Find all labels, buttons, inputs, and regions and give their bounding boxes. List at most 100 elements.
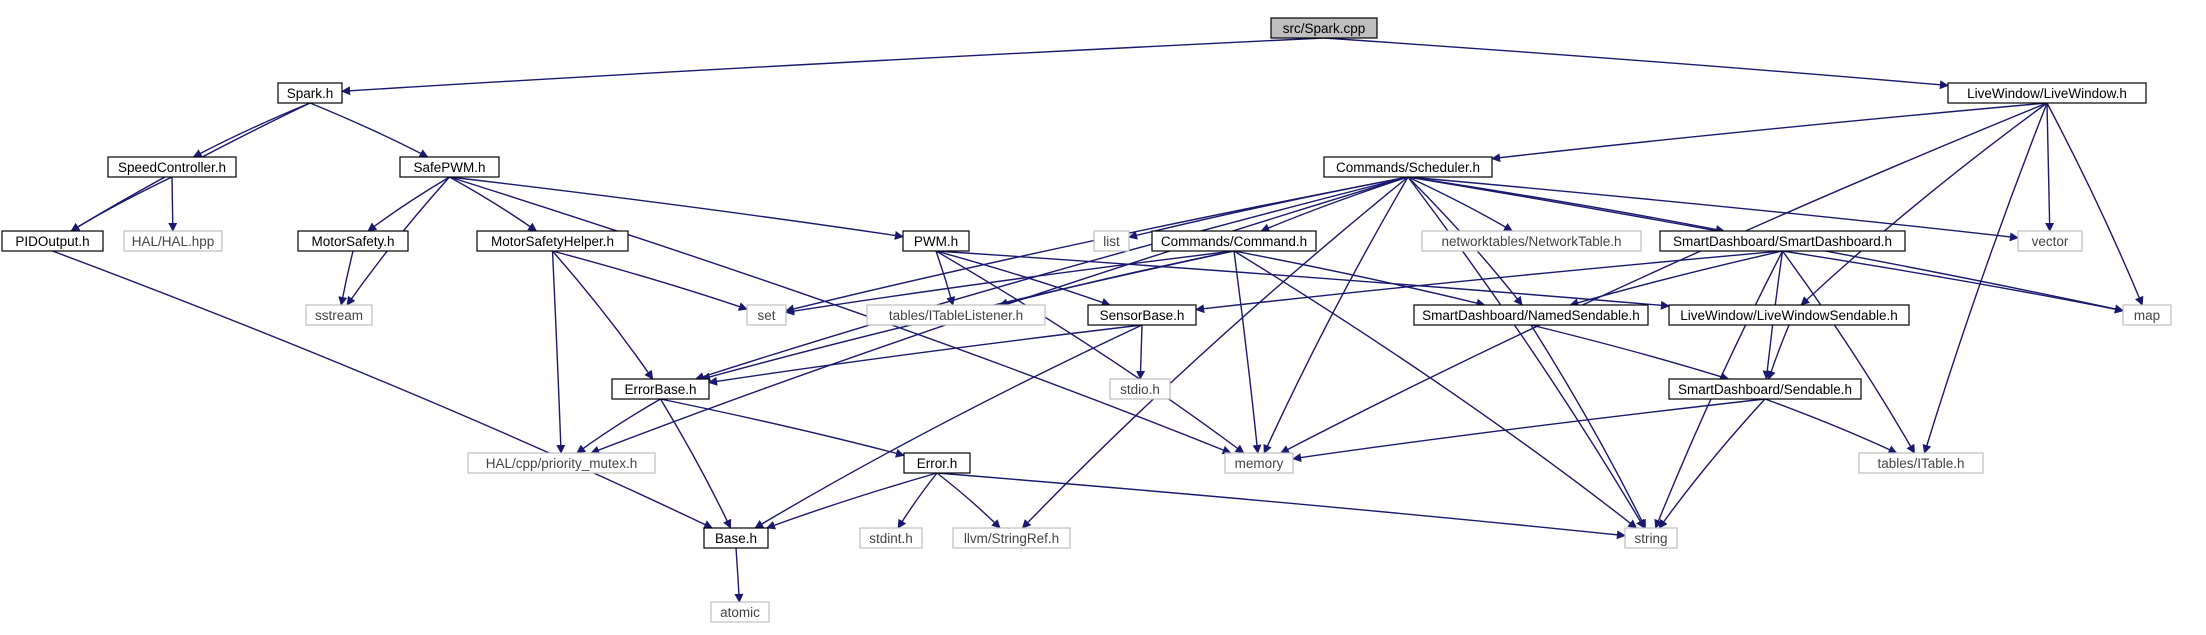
edge-namedsendable-h-to-sendable-h (1530, 324, 1730, 381)
edge-error-h-to-base-h (766, 472, 938, 530)
node-label: memory (1235, 456, 1284, 471)
node-label: HAL/cpp/priority_mutex.h (486, 456, 638, 471)
edge-scheduler-h-to-errorbase-h (694, 176, 1409, 381)
node-label: PIDOutput.h (15, 234, 89, 249)
node-label: Error.h (917, 456, 958, 471)
node-box (1109, 378, 1171, 400)
node-label: LiveWindow/LiveWindow.h (1967, 86, 2127, 101)
node-box (297, 230, 409, 252)
node-livewindow-h[interactable]: LiveWindow/LiveWindow.h (1947, 82, 2147, 104)
edge-pwm-h-to-livewindowsendable-h (935, 250, 1670, 310)
node-box (1858, 452, 1984, 474)
edge-safepwm-h-to-motorsafety-h (367, 176, 450, 232)
edge-pwm-h-to-itablelistener-h (935, 250, 956, 306)
edge-safepwm-h-to-motorsafetyhelper-h (449, 176, 538, 232)
node-stdio-h: stdio.h (1109, 378, 1171, 400)
node-label: stdint.h (869, 531, 913, 546)
node-box (611, 378, 710, 400)
edge-motorsafetyhelper-h-to-set (552, 250, 748, 311)
node-label: Commands/Command.h (1161, 234, 1307, 249)
node-box (1151, 230, 1317, 252)
node-pidoutput-h[interactable]: PIDOutput.h (1, 230, 104, 252)
node-motorsafety-h[interactable]: MotorSafety.h (297, 230, 409, 252)
node-label: tables/ITable.h (1877, 456, 1964, 471)
edge-safepwm-h-to-pwm-h (449, 176, 904, 240)
node-string: string (1624, 527, 1678, 549)
edge-command-h-to-string (1233, 250, 1638, 529)
edge-safepwm-h-to-memory (449, 176, 1232, 455)
edge-scheduler-h-to-memory (1263, 176, 1409, 454)
edge-spark-cpp-to-spark-h (341, 37, 1325, 96)
node-box (1668, 304, 1910, 326)
node-motorsafetyhelper-h[interactable]: MotorSafetyHelper.h (476, 230, 629, 252)
node-box (2017, 230, 2083, 252)
node-namedsendable-h[interactable]: SmartDashboard/NamedSendable.h (1413, 304, 1649, 326)
edge-speedcontroller-h-to-pidoutput-h (70, 176, 173, 232)
edge-speedcontroller-h-to-hal-hpp (168, 176, 178, 232)
node-stringref-h: llvm/StringRef.h (952, 527, 1071, 549)
edge-livewindow-h-to-itable-h (1922, 102, 2048, 454)
node-label: MotorSafetyHelper.h (491, 234, 614, 249)
node-sstream: sstream (305, 304, 373, 326)
node-livewindowsendable-h[interactable]: LiveWindow/LiveWindowSendable.h (1668, 304, 1910, 326)
node-label: map (2134, 308, 2160, 323)
node-command-h[interactable]: Commands/Command.h (1151, 230, 1317, 252)
node-list: list (1093, 230, 1130, 252)
edge-sendable-h-to-string (1658, 398, 1766, 529)
node-error-h[interactable]: Error.h (903, 452, 971, 474)
node-box (1270, 17, 1378, 39)
node-label: SensorBase.h (1100, 308, 1185, 323)
node-pwm-h[interactable]: PWM.h (902, 230, 970, 252)
node-memory: memory (1224, 452, 1294, 474)
node-label: src/Spark.cpp (1283, 21, 1366, 36)
edge-livewindow-h-to-map (2046, 102, 2144, 306)
edge-sensorbase-h-to-errorbase-h (708, 324, 1143, 386)
edge-spark-cpp-to-livewindow-h (1323, 37, 1949, 90)
edge-command-h-to-set (785, 250, 1235, 316)
edge-sendable-h-to-itable-h (1764, 398, 1898, 454)
node-errorbase-h[interactable]: ErrorBase.h (611, 378, 710, 400)
edge-scheduler-h-to-vector (1407, 176, 2019, 242)
node-map: map (2122, 304, 2172, 326)
edge-errorbase-h-to-priority-mutex-h (576, 398, 661, 454)
edge-motorsafety-h-to-sstream (338, 250, 354, 306)
node-box (1413, 304, 1649, 326)
node-box (123, 230, 223, 252)
node-box (1, 230, 104, 252)
node-box (902, 230, 970, 252)
edge-spark-h-to-speedcontroller-h (192, 102, 311, 158)
node-set: set (746, 304, 787, 326)
node-label: Commands/Scheduler.h (1336, 160, 1480, 175)
edge-livewindow-h-to-vector (2045, 102, 2055, 232)
edge-scheduler-h-to-list (1128, 176, 1409, 240)
edge-command-h-to-namedsendable-h (1233, 250, 1486, 308)
node-base-h[interactable]: Base.h (703, 527, 769, 549)
node-scheduler-h[interactable]: Commands/Scheduler.h (1323, 156, 1493, 178)
node-label: stdio.h (1120, 382, 1160, 397)
node-box (952, 527, 1071, 549)
edge-motorsafetyhelper-h-to-errorbase-h (551, 250, 654, 380)
node-label: SmartDashboard/NamedSendable.h (1422, 308, 1640, 323)
edge-namedsendable-h-to-string (1530, 324, 1646, 529)
node-safepwm-h[interactable]: SafePWM.h (399, 156, 500, 178)
node-label: LiveWindow/LiveWindowSendable.h (1680, 308, 1898, 323)
node-box (305, 304, 373, 326)
node-sensorbase-h[interactable]: SensorBase.h (1087, 304, 1197, 326)
edge-scheduler-h-to-stringref-h (1021, 176, 1409, 529)
node-sendable-h[interactable]: SmartDashboard/Sendable.h (1668, 378, 1862, 400)
node-spark-cpp[interactable]: src/Spark.cpp (1270, 17, 1378, 39)
node-label: HAL/HAL.hpp (132, 234, 215, 249)
node-box (1624, 527, 1678, 549)
edge-livewindowsendable-h-to-sendable-h (1767, 324, 1790, 380)
node-label: SafePWM.h (413, 160, 485, 175)
node-smartdashboard-h[interactable]: SmartDashboard/SmartDashboard.h (1659, 230, 1906, 252)
node-box (903, 452, 971, 474)
edge-smartdashboard-h-to-namedsendable-h (1569, 250, 1783, 308)
node-speedcontroller-h[interactable]: SpeedController.h (107, 156, 237, 178)
node-itablelistener-h: tables/ITableListener.h (866, 304, 1046, 326)
node-label: atomic (720, 605, 760, 620)
node-itable-h: tables/ITable.h (1858, 452, 1984, 474)
edge-sendable-h-to-memory (1292, 398, 1766, 463)
node-spark-h[interactable]: Spark.h (277, 82, 343, 104)
edge-scheduler-h-to-string (1407, 176, 1645, 529)
